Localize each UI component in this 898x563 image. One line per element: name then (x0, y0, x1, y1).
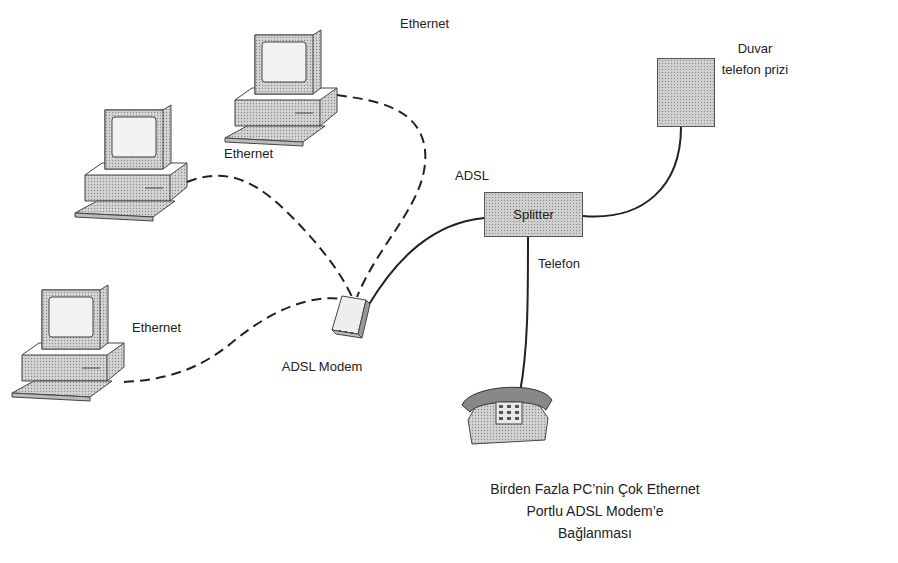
telephone-icon (462, 387, 552, 444)
pc-icon (12, 285, 124, 401)
cable-connector (583, 127, 681, 216)
cable-label: Ethernet (398, 16, 451, 32)
ethernet-cable (337, 95, 425, 297)
wall-socket: Duvar telefon prizi (657, 58, 797, 128)
cable-connector (368, 218, 484, 306)
splitter-label: Splitter (513, 206, 553, 223)
ethernet-cable (187, 176, 352, 297)
splitter-box: Splitter (484, 192, 583, 237)
caption: Birden Fazla PC’nin Çok Ethernet Portlu … (490, 478, 700, 544)
socket-box (657, 58, 715, 127)
cable-label: Ethernet (222, 146, 275, 162)
phone-cable (520, 237, 528, 392)
edge-label: ADSL (453, 168, 491, 184)
cable-label: Ethernet (130, 320, 183, 336)
modem-label: ADSL Modem (262, 358, 382, 375)
socket-label: Duvar telefon prizi (721, 38, 789, 80)
modem-icon (262, 292, 382, 352)
adsl-modem: ADSL Modem (262, 292, 382, 384)
pc-icon (225, 30, 337, 146)
pc-icon (75, 105, 187, 221)
cable-label: Telefon (536, 256, 582, 272)
